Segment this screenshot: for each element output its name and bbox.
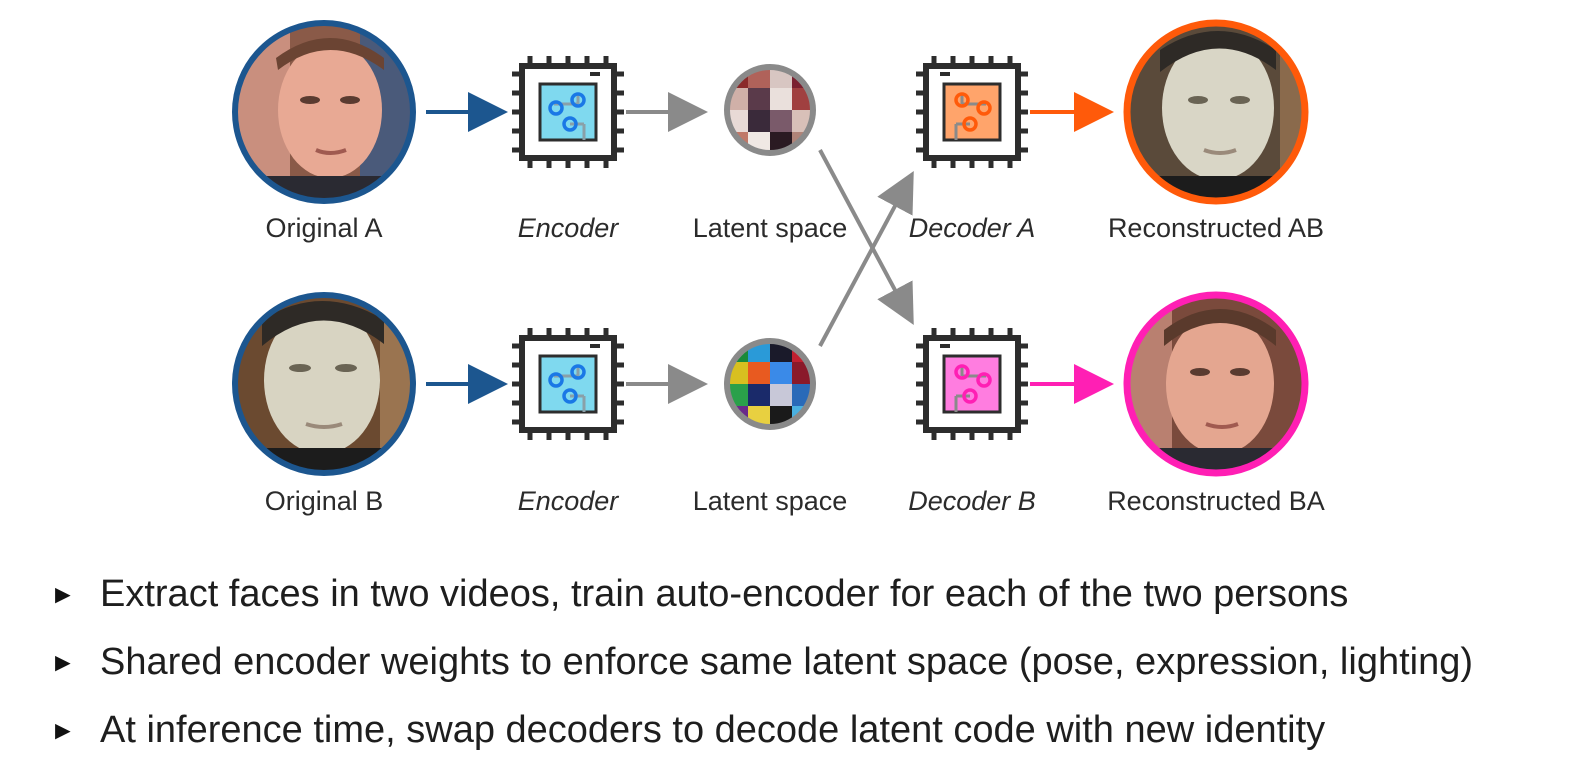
arrow-latent-b-to-decoder-a (818, 170, 914, 347)
bullet-text: Shared encoder weights to enforce same l… (100, 641, 1474, 683)
encoder-a-chip-icon (512, 56, 624, 168)
reconstructed-ba-photo (1123, 291, 1309, 477)
original-a-photo (232, 20, 416, 204)
bullet-text: Extract faces in two videos, train auto-… (100, 573, 1349, 615)
reconstructed-ba-label: Reconstructed BA (1107, 486, 1325, 516)
triangle-bullet-icon: ► (50, 579, 76, 609)
original-a-label: Original A (265, 213, 383, 243)
latent-a-code (724, 64, 816, 156)
latent-b-label: Latent space (692, 486, 848, 516)
encoder-b-chip-icon (512, 328, 624, 440)
latent-a-label: Latent space (692, 213, 848, 243)
decoder-b-label: Decoder B (908, 486, 1036, 516)
reconstructed-ab-photo (1123, 19, 1309, 205)
bullet-item: ► Shared encoder weights to enforce same … (50, 634, 1580, 702)
decoder-b-chip-icon (916, 328, 1028, 440)
triangle-bullet-icon: ► (50, 647, 76, 677)
encoder-a-label: Encoder (517, 213, 619, 243)
triangle-bullet-icon: ► (50, 715, 76, 745)
decoder-a-chip-icon (916, 56, 1028, 168)
bullet-item: ► At inference time, swap decoders to dec… (50, 702, 1580, 770)
arrow-latent-a-to-decoder-b (818, 149, 914, 326)
bullet-text: At inference time, swap decoders to deco… (100, 709, 1326, 751)
latent-b-code (724, 338, 816, 430)
autoencoder-swap-diagram (232, 19, 1309, 477)
reconstructed-ab-label: Reconstructed AB (1107, 213, 1325, 243)
bullet-list: ► Extract faces in two videos, train auto… (50, 566, 1580, 770)
bullet-item: ► Extract faces in two videos, train auto… (50, 566, 1580, 634)
encoder-b-label: Encoder (517, 486, 619, 516)
original-b-photo (232, 292, 416, 476)
decoder-a-label: Decoder A (908, 213, 1036, 243)
original-b-label: Original B (264, 486, 384, 516)
